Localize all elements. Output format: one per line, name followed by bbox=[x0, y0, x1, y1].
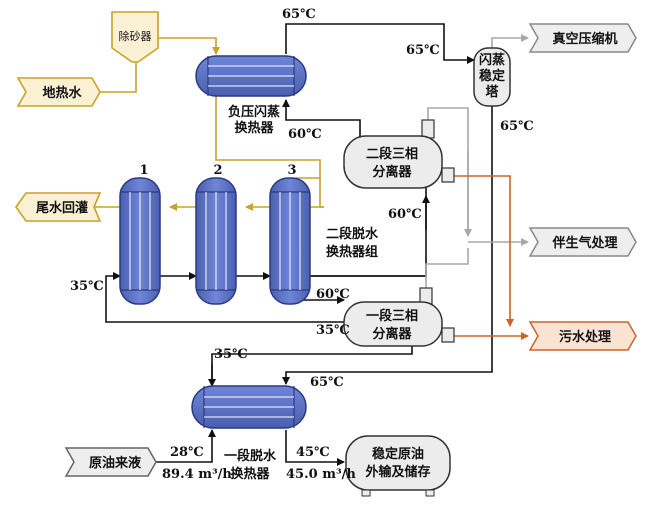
stage2-exchanger-1 bbox=[119, 177, 161, 305]
gas-lines bbox=[425, 34, 529, 290]
vacuum-compressor-label: 真空压缩机 bbox=[552, 31, 617, 47]
gas-treatment-tag: 伴生气处理 bbox=[528, 227, 637, 257]
sep1-label-1: 一段三相 bbox=[366, 308, 418, 324]
temp-tower-in: 65℃ bbox=[406, 43, 440, 58]
temp-sep2-in: 60℃ bbox=[388, 207, 422, 222]
stage1-hx-label-1: 一段脱水 bbox=[224, 448, 277, 464]
hx-number-3: 3 bbox=[287, 163, 296, 178]
vacuum-hx-label-1: 负压闪蒸 bbox=[228, 104, 280, 120]
crude-feed-tag: 原油来液 bbox=[64, 447, 157, 477]
temp-top: 65℃ bbox=[282, 7, 316, 22]
temp-stage2-out: 60℃ bbox=[316, 287, 350, 302]
temp-feed: 28℃ bbox=[170, 445, 204, 460]
vacuum-hx-label-2: 换热器 bbox=[234, 120, 274, 136]
flash-tower-label-1: 闪蒸 bbox=[479, 52, 505, 68]
desander-label: 除砂器 bbox=[119, 29, 152, 43]
gas-treatment-label: 伴生气处理 bbox=[551, 235, 617, 251]
temp-sep1-out: 35℃ bbox=[316, 323, 350, 338]
sep2-label-1: 二段三相 bbox=[366, 146, 418, 162]
stage1-three-phase-separator: 一段三相 分离器 bbox=[343, 287, 455, 347]
flash-stabilization-tower: 闪蒸 稳定 塔 bbox=[473, 47, 511, 107]
stage2-exchanger-2 bbox=[195, 177, 237, 305]
sep2-label-2: 分离器 bbox=[372, 164, 412, 180]
crude-feed-label: 原油来液 bbox=[89, 455, 141, 471]
temp-product: 45℃ bbox=[296, 445, 330, 460]
tail-water-tag: 尾水回灌 bbox=[15, 192, 102, 222]
sewage-treatment-label: 污水处理 bbox=[559, 329, 611, 345]
storage-label-1: 稳定原油 bbox=[372, 446, 424, 462]
geothermal-water-label: 地热水 bbox=[42, 85, 82, 101]
temp-stage1-in: 65℃ bbox=[310, 375, 344, 390]
flash-tower-label-2: 稳定 bbox=[479, 68, 505, 84]
storage-label-2: 外输及储存 bbox=[364, 464, 430, 480]
stable-crude-storage: 稳定原油 外输及储存 bbox=[345, 435, 451, 497]
stage1-exchanger: 一段脱水 换热器 bbox=[191, 385, 307, 482]
hx-number-2: 2 bbox=[213, 163, 222, 178]
stage2-three-phase-separator: 二段三相 分离器 bbox=[343, 119, 455, 189]
stage1-hx-label-2: 换热器 bbox=[230, 466, 270, 482]
temp-stage1-out: 35℃ bbox=[214, 347, 248, 362]
sep1-label-2: 分离器 bbox=[372, 326, 412, 342]
geothermal-lines bbox=[81, 37, 324, 211]
sewage-lines bbox=[454, 175, 529, 340]
stage2-exchanger-group: 1 2 3 二段脱水 换热器组 bbox=[119, 163, 379, 305]
tail-water-label: 尾水回灌 bbox=[36, 200, 88, 216]
flow-product: 45.0 m³/h bbox=[286, 467, 356, 482]
vacuum-flash-exchanger: 负压闪蒸 换热器 bbox=[195, 55, 307, 136]
temp-left: 35℃ bbox=[70, 279, 104, 294]
temp-vacuum-out: 60℃ bbox=[288, 127, 322, 142]
temp-tower-out: 65℃ bbox=[500, 119, 534, 134]
sewage-treatment-tag: 污水处理 bbox=[528, 321, 637, 351]
hx-number-1: 1 bbox=[139, 163, 148, 178]
stage2-hx-label-2: 换热器组 bbox=[326, 244, 378, 260]
stage2-hx-label-1: 二段脱水 bbox=[326, 226, 379, 242]
desander: 除砂器 bbox=[111, 11, 159, 63]
temperature-labels: 65℃ 65℃ 65℃ 60℃ 60℃ 60℃ 35℃ 35℃ 35℃ 65℃ … bbox=[70, 7, 534, 482]
process-lines bbox=[105, 23, 493, 466]
geothermal-water-tag: 地热水 bbox=[16, 77, 101, 107]
stage2-exchanger-3 bbox=[269, 177, 311, 305]
flash-tower-label-3: 塔 bbox=[485, 84, 499, 100]
flow-feed: 89.4 m³/h bbox=[162, 467, 232, 482]
vacuum-compressor-tag: 真空压缩机 bbox=[528, 23, 637, 53]
